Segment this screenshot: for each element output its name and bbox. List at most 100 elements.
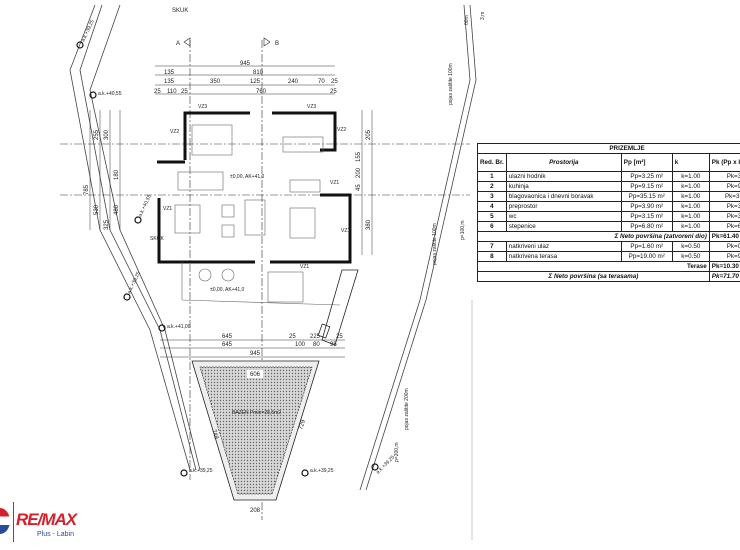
dim-label: 155 [356,151,362,162]
section-b-marker [263,37,271,47]
floor-area: Pp=3.15 m² [620,211,673,222]
floor-area: Pp=3.25 m² [620,171,673,182]
floor-area: Pp=19.00 m² [620,251,673,262]
net-area: Pk=6.80 m² [708,221,740,232]
dim-label: 530 [94,204,100,215]
dim-label: 225 [310,334,321,340]
subtotal-row: Σ Neto površina (zatvoreni dio)Pk=61.40 … [477,231,740,242]
coefficient: k=1.00 [671,191,710,202]
dim-label: 785 [84,184,90,195]
remax-logo: RE/MAX Plus - Labin [0,502,110,542]
dim-label: 208 [250,508,261,514]
row-number: 7 [477,241,507,252]
dim-label: 205 [366,129,372,140]
house-walls [157,111,352,264]
net-area: Pk=35.15 m² [708,191,740,202]
dim-label: 255 [94,129,100,140]
dim-label: 135 [164,70,175,76]
logo-office: Plus - Labin [37,531,74,538]
dim-label: 945 [240,61,251,67]
terase-label: Terase [477,261,710,272]
room-name: natkrivena terasa [505,251,622,262]
net-area: Pk=3.90 m² [708,201,740,212]
road-label: pojas zaštite 200m [404,388,410,430]
header-cell: Prostorija [505,153,622,172]
terase-value: Pk=10.30 m² [708,261,740,272]
coefficient: k=1.00 [671,211,710,222]
net-area: Pk=3.15 m² [708,211,740,222]
dim-label: 80 [313,342,320,348]
dim-label: 729 [298,419,307,431]
p-label: p=100,m [460,220,466,240]
elevation-label: a.k.+40,55 [98,91,122,97]
subtotal-label: Σ Neto površina (zatvoreni dio) [477,231,710,242]
net-area: Pk=9.50 m² [708,251,740,262]
corner-label: 00m [464,15,470,25]
corner-label: 3,m [480,12,486,20]
dim-label: 95 [330,342,337,348]
elevation-label: a.k.+39,25 [189,468,213,474]
coefficient: k=1.00 [671,171,710,182]
row-number: 5 [477,211,507,222]
dim-label: 25 [330,89,337,95]
header-cell: Red. Br. [477,153,507,172]
wall-tag: VZ1 [341,228,350,234]
dim-label: 25 [181,89,188,95]
dim-label: 25 [336,334,343,340]
logo-divider [13,502,14,542]
elevation-label: a.k.+39,25 [126,271,141,295]
elevation-label: a.k.+41,00 [167,324,191,330]
balloon-icon [0,508,10,534]
coefficient: k=0.50 [671,241,710,252]
room-name: kuhinja [505,181,622,192]
room-name: blagovaonica i dnevni boravak [505,191,622,202]
terrace-stair [317,269,359,346]
dim-label: 945 [250,351,261,357]
skok-label: SKOK [150,236,165,242]
p-label: p=200,m [394,442,400,462]
net-area: Pk=9.15 m² [708,181,740,192]
total-row: Σ Neto površina (sa terasama)Pk=71.70 m² [477,271,740,282]
dim-label: 180 [114,169,120,180]
elevation-label: a.k.+40,55 [137,194,152,218]
row-number: 3 [477,191,507,202]
wall-tag: VZ2 [337,127,346,133]
floor-area: Pp=9.15 m² [620,181,673,192]
header-cell: Pk (Pp x k) [m²] [708,153,740,172]
dim-label: 25 [289,334,296,340]
dim-label: 645 [222,342,233,348]
coefficient: k=0.50 [671,251,710,262]
dim-label: 100 [295,342,306,348]
row-number: 8 [477,251,507,262]
dim-label: 748 [210,429,219,441]
room-name: stepenice [505,221,622,232]
bottom-dimensions [160,339,345,358]
room-area-table: PRIZEMLJE Red. Br. Prostorija Pp [m²] k … [477,143,740,282]
dim-label: 480 [114,204,120,215]
dim-label: 300 [104,129,110,140]
dim-label: 125 [250,79,261,85]
total-label: Σ Neto površina (sa terasama) [477,271,710,282]
table-title: PRIZEMLJE [477,143,740,154]
dim-label: 606 [250,372,261,378]
dim-label: 240 [288,79,299,85]
section-a-marker [183,37,191,47]
dim-label: 110 [167,89,177,95]
net-area: Pk=3.25 m² [708,171,740,182]
wall-tag: VZ2 [170,129,179,135]
dim-label: 645 [222,334,233,340]
subtotal-value: Pk=61.40 m² [708,231,740,242]
header-cell: k [671,153,710,172]
road-label: pojas zaštite 100m [432,223,438,265]
row-number: 2 [477,181,507,192]
logo-brand: RE/MAX [16,510,77,529]
dim-label: 350 [210,79,221,85]
table-header: Red. Br. Prostorija Pp [m²] k Pk (Pp x k… [477,153,740,172]
